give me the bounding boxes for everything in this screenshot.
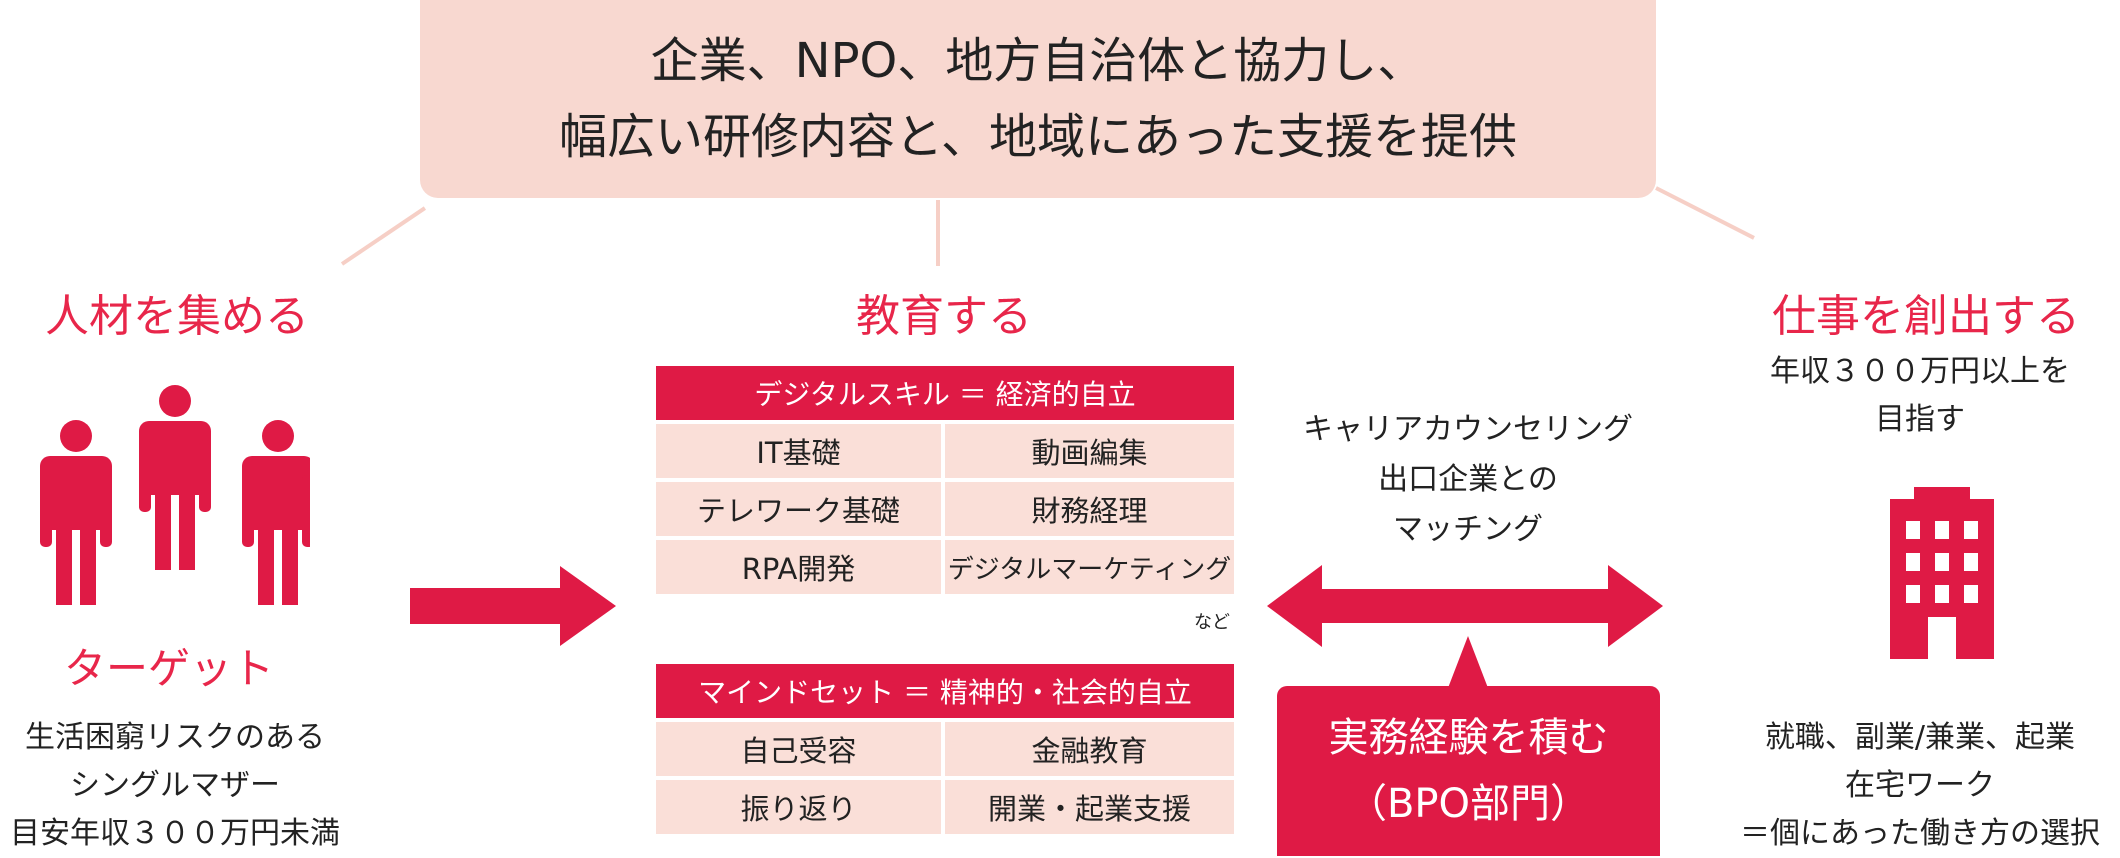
income-goal-text: 年収３００万円以上を 目指す bbox=[1720, 348, 2120, 444]
table-cell: 財務経理 bbox=[945, 482, 1234, 536]
target-desc-line-2: シングルマザー bbox=[70, 768, 280, 803]
work-line-3: ＝個にあった働き方の選択 bbox=[1740, 816, 2100, 851]
building-icon bbox=[1890, 487, 1994, 659]
heading-educate: 教育する bbox=[856, 291, 1032, 342]
table-cell: 金融教育 bbox=[945, 722, 1234, 776]
career-matching-text: キャリアカウンセリング 出口企業との マッチング bbox=[1268, 405, 1668, 555]
banner-line-2: 幅広い研修内容と、地域にあった支援を提供 bbox=[558, 109, 1518, 165]
work-line-1: 就職、副業/兼業、起業 bbox=[1764, 720, 2076, 755]
table-cell: 自己受容 bbox=[656, 722, 941, 776]
mindset-table: マインドセット ＝ 精神的・社会的自立 自己受容 金融教育 振り返り 開業・起業… bbox=[656, 664, 1234, 834]
work-line-2: 在宅ワーク bbox=[1845, 768, 1995, 803]
double-arrow-icon bbox=[1267, 565, 1663, 647]
people-icon bbox=[40, 385, 314, 605]
digital-skills-header: デジタルスキル ＝ 経済的自立 bbox=[656, 366, 1234, 420]
target-label: ターゲット bbox=[64, 644, 275, 693]
connector-center bbox=[936, 200, 940, 266]
target-description: 生活困窮リスクのある シングルマザー 目安年収３００万円未満 bbox=[0, 714, 350, 858]
career-line-3: マッチング bbox=[1393, 512, 1543, 547]
table-cell: デジタルマーケティング bbox=[945, 540, 1234, 594]
connector-left bbox=[340, 206, 427, 266]
bpo-line-1: 実務経験を積む bbox=[1328, 715, 1609, 761]
bpo-line-2: （BPO部門） bbox=[1346, 781, 1591, 827]
table-cell: 動画編集 bbox=[945, 424, 1234, 478]
table-cell: 振り返り bbox=[656, 780, 941, 834]
table-row: 振り返り 開業・起業支援 bbox=[656, 780, 1234, 834]
goal-line-2: 目指す bbox=[1875, 402, 1965, 437]
table-cell: 開業・起業支援 bbox=[945, 780, 1234, 834]
work-options-text: 就職、副業/兼業、起業 在宅ワーク ＝個にあった働き方の選択 bbox=[1720, 714, 2120, 858]
table-row: RPA開発 デジタルマーケティング bbox=[656, 540, 1234, 594]
heading-create-work: 仕事を創出する bbox=[1772, 291, 2080, 342]
connector-right bbox=[1655, 186, 1755, 240]
top-banner: 企業、NPO、地方自治体と協力し、 幅広い研修内容と、地域にあった支援を提供 bbox=[420, 0, 1656, 198]
digital-skills-note: など bbox=[1194, 612, 1230, 633]
table-cell: IT基礎 bbox=[656, 424, 941, 478]
digital-skills-table: デジタルスキル ＝ 経済的自立 IT基礎 動画編集 テレワーク基礎 財務経理 R… bbox=[656, 366, 1234, 594]
table-row: IT基礎 動画編集 bbox=[656, 424, 1234, 478]
heading-gather: 人材を集める bbox=[45, 291, 309, 342]
table-cell: RPA開発 bbox=[656, 540, 941, 594]
banner-line-1: 企業、NPO、地方自治体と協力し、 bbox=[650, 33, 1426, 89]
table-row: 自己受容 金融教育 bbox=[656, 722, 1234, 776]
target-desc-line-3: 目安年収３００万円未満 bbox=[10, 816, 340, 851]
bpo-pointer bbox=[1448, 636, 1488, 688]
table-row: テレワーク基礎 財務経理 bbox=[656, 482, 1234, 536]
goal-line-1: 年収３００万円以上を bbox=[1770, 354, 2070, 389]
mindset-header: マインドセット ＝ 精神的・社会的自立 bbox=[656, 664, 1234, 718]
table-cell: テレワーク基礎 bbox=[656, 482, 941, 536]
career-line-2: 出口企業との bbox=[1378, 462, 1558, 497]
arrow-right-icon bbox=[410, 566, 616, 646]
target-desc-line-1: 生活困窮リスクのある bbox=[25, 720, 325, 755]
career-line-1: キャリアカウンセリング bbox=[1303, 412, 1633, 447]
bpo-box: 実務経験を積む （BPO部門） bbox=[1277, 686, 1660, 856]
